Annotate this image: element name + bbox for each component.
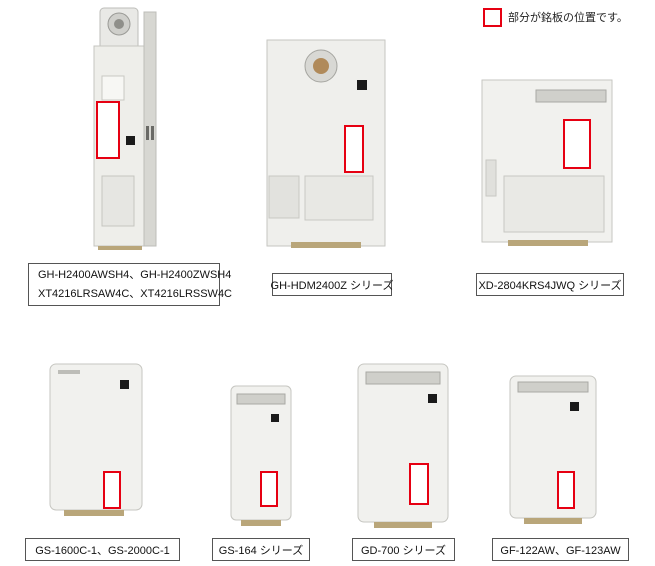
water-heater-image-gs-164 [227, 382, 297, 528]
model-label-gs-1600c-1: GS-1600C-1、GS-2000C-1 [25, 538, 180, 561]
model-name-line: XT4216LRSAW4C、XT4216LRSSW4C [38, 287, 233, 300]
water-heater-image-gs-1600c-1 [44, 360, 148, 520]
model-name: GF-122AW、GF-123AW [500, 544, 621, 557]
water-heater-image-gf-122aw [504, 372, 604, 528]
model-label-gf-122aw: GF-122AW、GF-123AW [492, 538, 629, 561]
legend-text: 部分が銘板の位置です。 [508, 12, 628, 24]
water-heater-image-gh-hdm2400z [261, 36, 393, 256]
model-name: GD-700 シリーズ [360, 544, 447, 557]
nameplate-legend: 部分が銘板の位置です。 [483, 6, 628, 28]
model-name: XD-2804KRS4JWQ シリーズ [478, 279, 622, 292]
red-frame-legend-icon [483, 7, 502, 27]
model-label-gh-hdm2400z: GH-HDM2400Z シリーズ [270, 273, 394, 296]
model-name: GH-HDM2400Z シリーズ [270, 279, 394, 292]
model-label-gd-700: GD-700 シリーズ [352, 538, 455, 561]
water-heater-image-xd-2804krs4jwq [478, 76, 618, 250]
model-name-line: GH-H2400AWSH4、GH-H2400ZWSH4 [38, 268, 232, 281]
model-label-gh-h2400awsh4: GH-H2400AWSH4、GH-H2400ZWSH4 XT4216LRSAW4… [28, 263, 232, 306]
water-heater-image-gd-700 [354, 360, 454, 530]
model-label-gs-164: GS-164 シリーズ [212, 538, 310, 561]
model-name: GS-1600C-1、GS-2000C-1 [35, 544, 170, 557]
model-label-xd-2804krs4jwq: XD-2804KRS4JWQ シリーズ [476, 273, 624, 296]
model-name: GS-164 シリーズ [218, 544, 304, 557]
water-heater-image-gh-h2400awsh4 [86, 6, 164, 252]
